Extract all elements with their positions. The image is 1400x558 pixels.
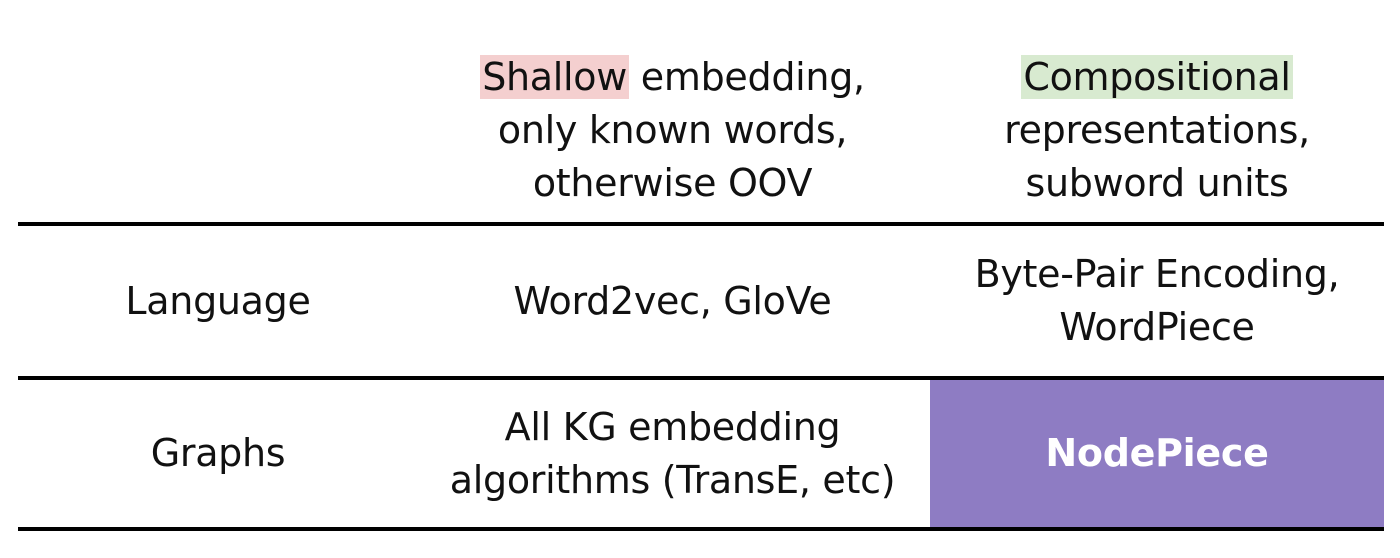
graphs-shallow-line2: algorithms (TransE, etc) — [449, 457, 896, 502]
header-rule — [18, 222, 1384, 226]
header-compositional-line2: representations, — [1004, 107, 1310, 152]
row-graphs-shallow: All KG embedding algorithms (TransE, etc… — [420, 380, 925, 527]
nodepiece-text: NodePiece — [1045, 431, 1269, 475]
language-shallow-text: Word2vec, GloVe — [513, 278, 832, 323]
header-compositional-cell: Compositional representations, subword u… — [930, 40, 1384, 220]
compositional-highlight: Compositional — [1021, 54, 1293, 99]
shallow-highlight: Shallow — [480, 54, 630, 99]
row-language-compositional: Byte-Pair Encoding, WordPiece — [930, 226, 1384, 376]
nodepiece-cell: NodePiece — [930, 380, 1384, 527]
language-compositional-line2: WordPiece — [1059, 305, 1255, 349]
header-shallow-line2: only known words, — [497, 107, 848, 152]
header-shallow-line1-rest: embedding, — [629, 54, 865, 99]
language-rule — [18, 376, 1384, 380]
header-shallow-line1: Shallow embedding, — [480, 51, 865, 104]
row-graphs-label: Graphs — [18, 380, 418, 527]
row-language-label: Language — [18, 226, 418, 376]
language-compositional-line1: Byte-Pair Encoding, — [974, 252, 1340, 296]
row-language-shallow: Word2vec, GloVe — [430, 226, 915, 376]
header-shallow-cell: Shallow embedding, only known words, oth… — [430, 40, 915, 220]
header-compositional-line1: Compositional — [1021, 51, 1293, 104]
header-shallow-line3: otherwise OOV — [532, 160, 813, 205]
language-label: Language — [125, 278, 311, 323]
graphs-shallow-line1: All KG embedding — [504, 404, 841, 449]
graphs-label: Graphs — [150, 431, 286, 475]
bottom-rule — [18, 527, 1384, 531]
header-compositional-line3: subword units — [1025, 160, 1289, 205]
